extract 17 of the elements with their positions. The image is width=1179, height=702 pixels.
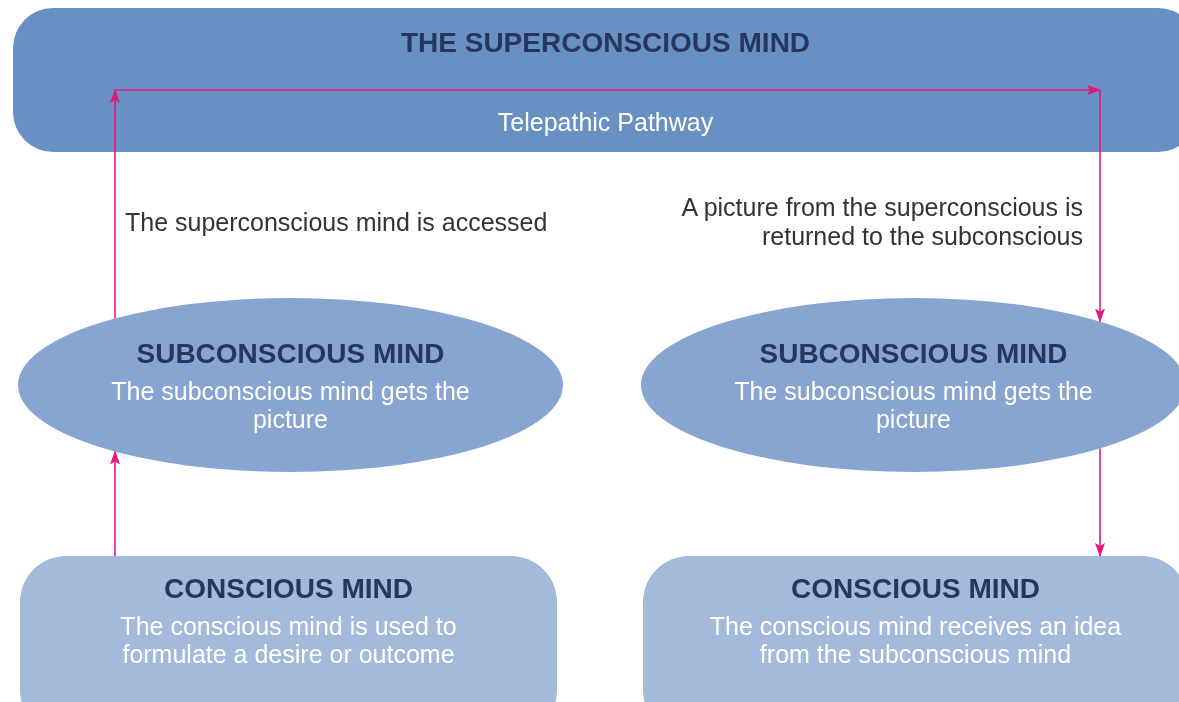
node-description: Telepathic Pathway [497, 108, 714, 136]
node-title: CONSCIOUS MIND [791, 572, 1040, 606]
arrow [1095, 447, 1105, 557]
arrow [110, 450, 120, 557]
node-description: The subconscious mind gets the picture [110, 377, 471, 433]
node-title: CONSCIOUS MIND [164, 572, 413, 606]
node-title: SUBCONSCIOUS MIND [136, 337, 445, 371]
node-title: SUBCONSCIOUS MIND [759, 337, 1068, 371]
node-description: The subconscious mind gets the picture [733, 377, 1094, 433]
conscious-box [643, 556, 1179, 702]
node-title: THE SUPERCONSCIOUS MIND [400, 26, 811, 60]
arrow [110, 89, 120, 320]
node-description: The conscious mind receives an idea from the subconscious mind [708, 612, 1123, 668]
arrow [1095, 89, 1105, 323]
node-description: The conscious mind is used to formulate a desire or outcome [119, 612, 458, 668]
superconscious-band [13, 8, 1179, 152]
conscious-box [20, 556, 557, 702]
